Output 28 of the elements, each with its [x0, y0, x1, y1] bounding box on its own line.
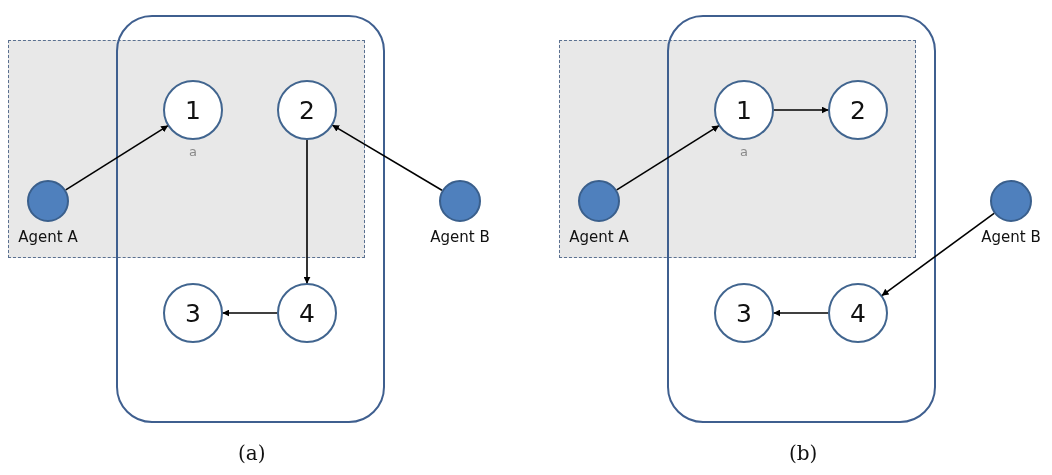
state-number: 2 — [850, 95, 866, 125]
agent-label: Agent A — [17, 228, 79, 246]
state-number: 1 — [185, 95, 201, 125]
arrow — [616, 125, 720, 191]
panel-caption: (b) — [789, 441, 818, 465]
state-number: 4 — [299, 298, 315, 328]
agent-label: Agent A — [568, 228, 630, 246]
agent-label: Agent B — [429, 228, 491, 246]
state-circle — [277, 283, 337, 343]
arrow — [303, 139, 311, 284]
arrow — [222, 309, 278, 317]
arrow — [331, 124, 443, 192]
state-circle — [163, 283, 223, 343]
state-caption: a — [740, 144, 748, 159]
arrow — [881, 212, 995, 297]
state-number: 3 — [185, 298, 201, 328]
state-number: 2 — [299, 95, 315, 125]
agent-label: Agent B — [980, 228, 1042, 246]
arrow — [773, 106, 829, 114]
state-caption: a — [189, 144, 197, 159]
state-circle — [828, 283, 888, 343]
state-circle — [714, 283, 774, 343]
state-number: 3 — [736, 298, 752, 328]
panel-caption: (a) — [238, 441, 266, 465]
state-number: 4 — [850, 298, 866, 328]
state-number: 1 — [736, 95, 752, 125]
arrow — [65, 125, 169, 191]
arrow — [773, 309, 829, 317]
